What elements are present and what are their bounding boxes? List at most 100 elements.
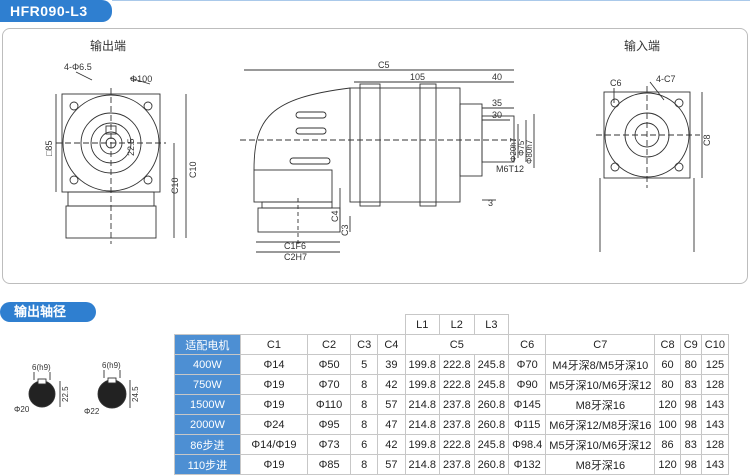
table-cell: 6	[350, 434, 379, 455]
table-cell: 80	[679, 354, 702, 375]
table-cell: Φ115	[508, 414, 547, 435]
table-cell: 143	[700, 394, 729, 415]
table-cell: 42	[377, 434, 406, 455]
table-cell: Φ73	[307, 434, 352, 455]
table-cell: 120	[654, 394, 681, 415]
table-cell: 237.8	[439, 414, 475, 435]
table-cell: Φ19	[239, 374, 309, 395]
header-c6: C6	[508, 334, 547, 355]
table-cell: 57	[377, 394, 406, 415]
label-phi20: Φ20h7	[509, 137, 518, 162]
label-c1: C1F6	[284, 241, 306, 251]
l1-header: L1	[404, 314, 441, 335]
label-sq85: □85	[44, 141, 54, 156]
table-cell: 222.8	[439, 434, 475, 455]
label-m6: M6T12	[496, 164, 524, 174]
table-cell: 8	[350, 454, 379, 475]
output-end-view	[55, 71, 187, 244]
table-cell: Φ110	[307, 394, 352, 415]
table-cell: Φ14/Φ19	[239, 434, 309, 455]
input-end-title: 输入端	[624, 38, 660, 53]
label-d225: 22.5	[126, 138, 136, 156]
l3-header: L3	[473, 314, 510, 335]
table-cell: 8	[350, 374, 379, 395]
side-view	[240, 69, 535, 253]
table-cell: 214.8	[404, 394, 441, 415]
fig1-key: 6(h9)	[32, 363, 51, 372]
table-cell: Φ24	[239, 414, 309, 435]
label-c2: C2H7	[284, 252, 307, 262]
table-cell: Φ70	[307, 374, 352, 395]
header-c7: C7	[545, 334, 656, 355]
table-cell: Φ70	[508, 354, 547, 375]
table-cell: 8	[350, 394, 379, 415]
label-3: 3	[488, 198, 493, 208]
label-phi100: Φ100	[130, 74, 152, 84]
table-cell: M8牙深16	[545, 394, 656, 415]
input-end-view	[596, 81, 703, 252]
table-cell: M5牙深10/M6牙深12	[545, 434, 656, 455]
label-c7: 4-C7	[656, 74, 676, 84]
table-cell: 60	[654, 354, 681, 375]
table-cell: Φ19	[239, 394, 309, 415]
table-cell: Φ95	[307, 414, 352, 435]
motor-cell: 86步进	[174, 434, 241, 455]
table-cell: 120	[654, 454, 681, 475]
table-cell: Φ132	[508, 454, 547, 475]
table-cell: 237.8	[439, 394, 475, 415]
label-35: 35	[492, 98, 502, 108]
header-c8: C8	[654, 334, 681, 355]
label-phi75: Φ75	[517, 140, 526, 156]
table-cell: 245.8	[473, 374, 510, 395]
table-cell: 128	[700, 374, 729, 395]
fig1-height: 22.5	[61, 386, 70, 402]
l-header-row: L1 L2 L3	[175, 314, 729, 335]
table-cell: 214.8	[404, 414, 441, 435]
label-c8: C8	[702, 134, 712, 146]
table-cell: 42	[377, 374, 406, 395]
technical-drawing: 输出端 输入端 4-Φ6.5 Φ100 □85 C10 C10 22.5 C5 …	[44, 38, 712, 262]
fig2-dia: Φ22	[84, 407, 100, 416]
table-cell: 237.8	[439, 454, 475, 475]
header-c1: C1	[239, 334, 309, 355]
label-30: 30	[492, 110, 502, 120]
drawing-frame	[2, 28, 748, 284]
header-c5: C5	[404, 334, 510, 355]
header-c4: C4	[377, 334, 406, 355]
table-cell: Φ85	[307, 454, 352, 475]
table-cell: 80	[654, 374, 681, 395]
label-c10: C10	[170, 177, 180, 194]
fig1-dia: Φ20	[14, 405, 30, 414]
table-cell: 57	[377, 454, 406, 475]
table-cell: Φ98.4	[508, 434, 547, 455]
table-cell: Φ90	[508, 374, 547, 395]
table-cell: 199.8	[404, 374, 441, 395]
shaft-section-title: 输出轴径	[0, 302, 96, 322]
table-cell: 83	[679, 434, 702, 455]
table-cell: 98	[679, 394, 702, 415]
table-cell: 98	[679, 454, 702, 475]
table-cell: 86	[654, 434, 681, 455]
table-cell: 47	[377, 414, 406, 435]
spec-table: L1 L2 L3 适配电机 C1 C2 C3 C4 C5 C6 C7 C8 C9…	[174, 314, 729, 475]
table-cell: Φ14	[239, 354, 309, 375]
motor-cell: 1500W	[174, 394, 241, 415]
table-cell: 260.8	[473, 414, 510, 435]
table-cell: 260.8	[473, 394, 510, 415]
motor-cell: 750W	[174, 374, 241, 395]
table-cell: 128	[700, 434, 729, 455]
table-cell: 222.8	[439, 374, 475, 395]
header-c2: C2	[307, 334, 352, 355]
motor-cell: 2000W	[174, 414, 241, 435]
motor-cell: 110步进	[174, 454, 241, 475]
table-cell: M6牙深12/M8牙深16	[545, 414, 656, 435]
label-phi80: Φ80h7	[525, 139, 534, 164]
l2-header: L2	[439, 314, 475, 335]
table-cell: Φ19	[239, 454, 309, 475]
table-cell: 199.8	[404, 434, 441, 455]
table-cell: 214.8	[404, 454, 441, 475]
